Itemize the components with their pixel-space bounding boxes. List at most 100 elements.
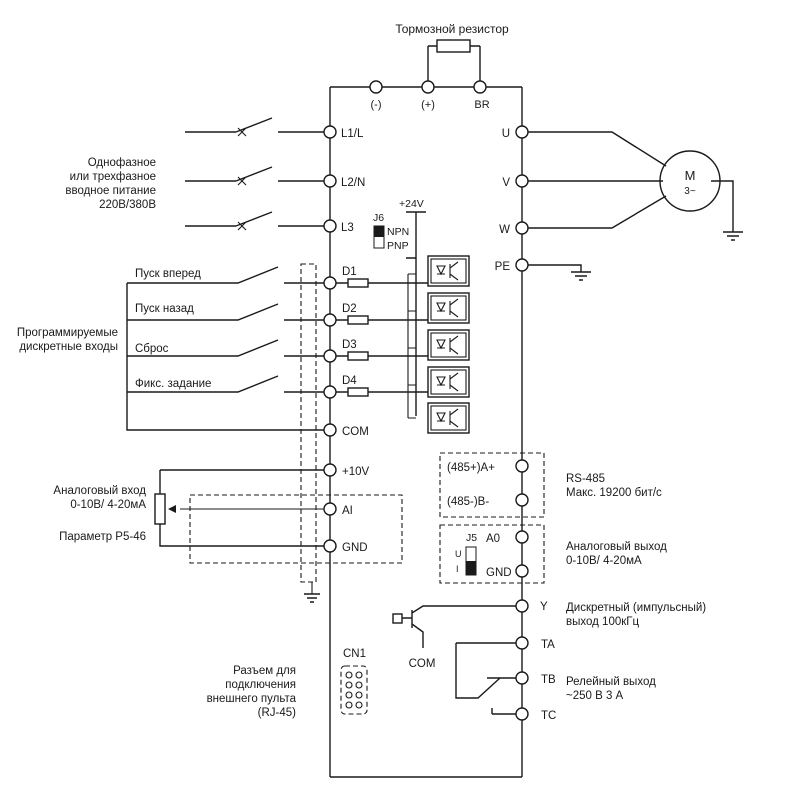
terminal-l2[interactable] <box>323 174 337 188</box>
ground-icon-shield <box>304 593 320 603</box>
label-com: COM <box>342 426 369 438</box>
label-u: U <box>502 128 510 140</box>
ground-icon-motor <box>723 231 743 241</box>
terminal-485-plus[interactable] <box>515 459 529 473</box>
label-ai: AI <box>342 505 353 517</box>
digital-inputs-section: Программируемые дискретные входы Пуск вп… <box>17 266 428 438</box>
terminal-y[interactable] <box>515 599 529 613</box>
digital-output-line-2: выход 100кГц <box>566 616 639 628</box>
label-tb: TB <box>541 674 556 686</box>
terminal-tc[interactable] <box>515 707 529 721</box>
analog-input-line-2: 0-10В/ 4-20мА <box>70 499 146 511</box>
label-l1: L1/L <box>341 128 364 140</box>
potentiometer <box>154 493 166 525</box>
label-i-mode: I <box>456 564 459 574</box>
label-cn1: CN1 <box>343 648 366 660</box>
label-j5: J5 <box>466 532 477 544</box>
label-10v: +10V <box>342 466 370 478</box>
terminal-minus[interactable] <box>369 80 383 94</box>
analog-output-section: J5 U I A0 GND Аналоговый выход 0-10В/ 4-… <box>439 524 667 584</box>
label-pnp: PNP <box>387 240 409 252</box>
label-u-mode: U <box>455 549 462 559</box>
keypad-section: Разъем для подключения внешнего пульта (… <box>207 648 368 719</box>
label-24v: +24V <box>399 198 424 210</box>
motor-phase: 3~ <box>684 186 696 197</box>
relay-line-2: ~250 В 3 А <box>566 690 624 702</box>
j5-switch[interactable] <box>465 546 477 576</box>
terminal-br[interactable] <box>473 80 487 94</box>
terminal-d2[interactable] <box>323 313 337 327</box>
terminal-l3[interactable] <box>323 219 337 233</box>
rs485-section: (485+)A+ (485-)B- RS-485 Макс. 19200 бит… <box>439 452 662 518</box>
label-gnd-ao: GND <box>486 567 512 579</box>
power-input-line-4: 220В/380В <box>99 199 156 211</box>
rj45-connector[interactable] <box>340 665 368 715</box>
label-d1: D1 <box>342 266 357 278</box>
label-w: W <box>499 224 510 236</box>
terminal-v[interactable] <box>515 174 529 188</box>
digital-output-section: Y Дискретный (импульсный) выход 100кГц C… <box>392 599 706 670</box>
label-ta: TA <box>541 639 555 651</box>
terminal-ta[interactable] <box>515 636 529 650</box>
input-label-reset: Сброс <box>135 343 169 355</box>
label-d4: D4 <box>342 375 357 387</box>
label-npn: NPN <box>387 226 409 238</box>
power-input-line-2: или трехфазное <box>70 171 156 183</box>
optocoupler-5 <box>427 402 470 434</box>
label-d2: D2 <box>342 303 357 315</box>
terminal-ai[interactable] <box>323 502 337 516</box>
relay-line-1: Релейный выход <box>566 676 656 688</box>
transistor-icon <box>392 605 516 648</box>
terminal-com[interactable] <box>323 423 337 437</box>
terminal-plus[interactable] <box>421 80 435 94</box>
input-label-forward: Пуск вперед <box>135 268 201 280</box>
ground-icon-pe <box>571 271 591 281</box>
label-l3: L3 <box>341 222 354 234</box>
relay-section: TA TB TC Релейный выход ~250 В 3 А <box>455 636 656 722</box>
analog-output-line-2: 0-10В/ 4-20мА <box>566 555 642 567</box>
label-gnd-ai: GND <box>342 542 368 554</box>
terminal-pe[interactable] <box>515 258 529 272</box>
power-input-line-3: вводное питание <box>65 185 156 197</box>
terminal-d3[interactable] <box>323 349 337 363</box>
label-tc: TC <box>541 710 556 722</box>
terminal-w[interactable] <box>515 221 529 235</box>
label-br: BR <box>474 99 489 111</box>
j6-switch[interactable] <box>373 225 385 249</box>
optocoupler-3 <box>427 329 470 361</box>
terminal-l1[interactable] <box>323 125 337 139</box>
terminal-gnd-ai[interactable] <box>323 539 337 553</box>
label-a0: A0 <box>486 533 500 545</box>
optocoupler-4 <box>427 366 470 398</box>
label-plus: (+) <box>421 99 435 111</box>
power-input-line-1: Однофазное <box>88 157 156 169</box>
label-com-y: COM <box>409 658 436 670</box>
terminal-a0[interactable] <box>515 530 529 544</box>
analog-input-line-1: Аналоговый вход <box>53 485 146 497</box>
terminal-d1[interactable] <box>323 276 337 290</box>
rs485-line-2: Макс. 19200 бит/с <box>566 487 662 499</box>
keypad-line-4: (RJ-45) <box>258 707 297 719</box>
terminal-10v[interactable] <box>323 463 337 477</box>
label-pe: PE <box>495 261 511 273</box>
brake-resistor <box>436 39 471 53</box>
label-485-plus: (485+)A+ <box>447 462 495 474</box>
optocoupler-1 <box>427 255 470 287</box>
keypad-line-2: подключения <box>225 679 296 691</box>
terminal-tb[interactable] <box>515 671 529 685</box>
terminal-gnd-ao[interactable] <box>515 564 529 578</box>
label-d3: D3 <box>342 339 357 351</box>
terminal-485-minus[interactable] <box>515 493 529 507</box>
cable-shield <box>300 263 320 603</box>
terminal-u[interactable] <box>515 125 529 139</box>
digital-inputs-group-line-2: дискретные входы <box>19 341 118 353</box>
label-v: V <box>502 177 510 189</box>
input-label-preset: Фикс. задание <box>135 378 211 390</box>
label-l2: L2/N <box>341 177 365 189</box>
brake-resistor-section: Тормозной резистор (-) (+) BR <box>369 22 509 111</box>
label-minus: (-) <box>371 99 382 111</box>
rs485-line-1: RS-485 <box>566 473 605 485</box>
terminal-d4[interactable] <box>323 385 337 399</box>
brake-resistor-title: Тормозной резистор <box>395 22 509 36</box>
